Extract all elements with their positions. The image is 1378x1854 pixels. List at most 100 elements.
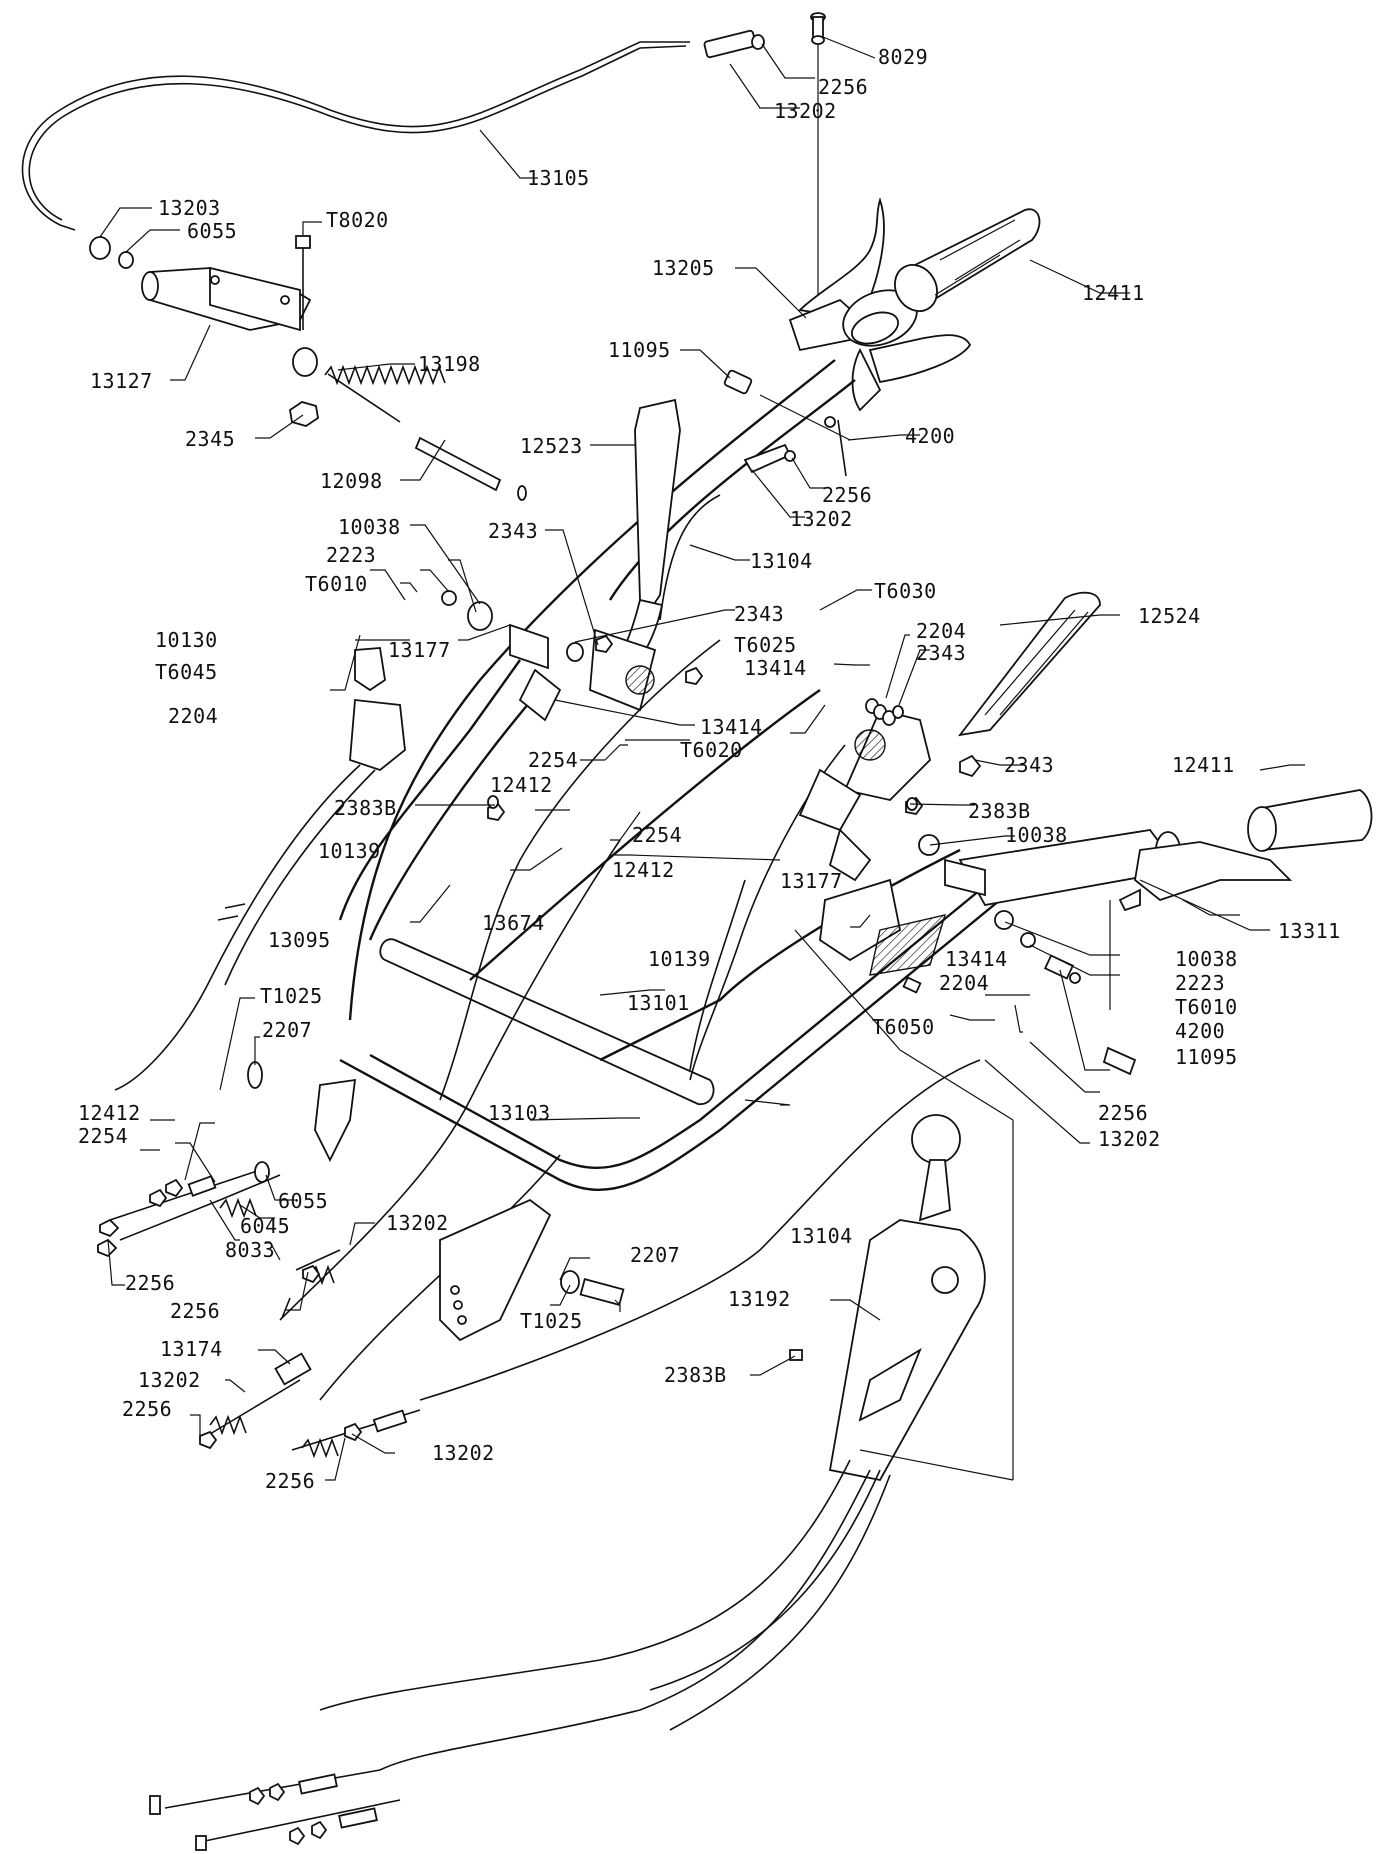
label-13101: 13101 xyxy=(627,991,690,1015)
label-13104-a: 13104 xyxy=(750,549,813,573)
label-6045: 6045 xyxy=(240,1214,290,1238)
label-13674: 13674 xyxy=(482,911,545,935)
brackets xyxy=(314,878,947,1342)
label-T6010-a: T6010 xyxy=(305,572,368,596)
label-4200-a: 4200 xyxy=(905,424,955,448)
label-10038-b: 10038 xyxy=(1005,823,1068,847)
label-2256-f: 2256 xyxy=(122,1397,172,1421)
label-2343-c: 2343 xyxy=(916,641,966,665)
shift-lever-13192 xyxy=(794,929,1014,1482)
nut-2345 xyxy=(289,401,319,427)
label-10130: 10130 xyxy=(155,628,218,652)
label-11095-b: 11095 xyxy=(1175,1045,1238,1069)
bracket-13177 xyxy=(518,668,872,882)
label-2207-a: 2207 xyxy=(262,1018,312,1042)
label-2204-b: 2204 xyxy=(168,704,218,728)
label-13202-b: 13202 xyxy=(790,507,853,531)
label-6055-a: 6055 xyxy=(187,219,237,243)
label-T6020: T6020 xyxy=(680,738,743,762)
label-2256-c: 2256 xyxy=(1098,1101,1148,1125)
label-2207-b: 2207 xyxy=(630,1243,680,1267)
label-13104-b: 13104 xyxy=(790,1224,853,1248)
label-T1025-b: T1025 xyxy=(520,1309,583,1333)
lever-12523 xyxy=(589,398,681,712)
label-T8020: T8020 xyxy=(326,208,389,232)
lever-12524 xyxy=(843,591,1101,801)
drawing xyxy=(21,12,1373,1851)
label-T6045: T6045 xyxy=(155,660,218,684)
leader-lines xyxy=(99,36,1305,1481)
label-12412-a: 12412 xyxy=(490,773,553,797)
grip-12411-lower xyxy=(1109,789,1373,1010)
label-13174: 13174 xyxy=(160,1337,223,1361)
pin-12098 xyxy=(414,436,527,501)
bolt-T8020 xyxy=(295,235,311,330)
lower-left-cable-ends xyxy=(97,1161,421,1459)
label-T6030: T6030 xyxy=(874,579,937,603)
label-11095-a: 11095 xyxy=(608,338,671,362)
label-8029: 8029 xyxy=(878,45,928,69)
label-13414-c: 13414 xyxy=(945,947,1008,971)
label-2343-d: 2343 xyxy=(1004,753,1054,777)
label-10139-a: 10139 xyxy=(318,839,381,863)
label-T6050: T6050 xyxy=(872,1015,935,1039)
label-2204-c: 2204 xyxy=(939,971,989,995)
label-2204-a: 2204 xyxy=(916,619,966,643)
spring-13198 xyxy=(324,364,446,423)
throttle-control-10130 xyxy=(114,647,406,1091)
label-2383B-b: 2383B xyxy=(968,799,1031,823)
label-13202-a: 13202 xyxy=(774,99,837,123)
label-10139-b: 10139 xyxy=(648,947,711,971)
label-10038-a: 10038 xyxy=(338,515,401,539)
label-2256-b: 2256 xyxy=(822,483,872,507)
label-2254-c: 2254 xyxy=(78,1124,128,1148)
label-12524: 12524 xyxy=(1138,604,1201,628)
label-13202-f: 13202 xyxy=(432,1441,495,1465)
label-2256-d: 2256 xyxy=(125,1271,175,1295)
label-13202-e: 13202 xyxy=(138,1368,201,1392)
label-8033: 8033 xyxy=(225,1238,275,1262)
cable-13104-upper xyxy=(659,443,796,621)
label-12412-b: 12412 xyxy=(612,858,675,882)
clutch-lever-13205 xyxy=(788,197,972,412)
label-12411-b: 12411 xyxy=(1172,753,1235,777)
label-12098: 12098 xyxy=(320,469,383,493)
label-2223-b: 2223 xyxy=(1175,971,1225,995)
label-13414-a: 13414 xyxy=(744,656,807,680)
label-2343-a: 2343 xyxy=(488,519,538,543)
label-13202-d: 13202 xyxy=(386,1211,449,1235)
label-2256-g: 2256 xyxy=(265,1469,315,1493)
arm-assembly-13127 xyxy=(89,236,318,377)
label-13202-c: 13202 xyxy=(1098,1127,1161,1151)
label-T6025: T6025 xyxy=(734,633,797,657)
label-13205: 13205 xyxy=(652,256,715,280)
label-12412-c: 12412 xyxy=(78,1101,141,1125)
grip-12411-upper xyxy=(894,208,1041,312)
label-12411-a: 12411 xyxy=(1082,281,1145,305)
label-T6010-b: T6010 xyxy=(1175,995,1238,1019)
label-2383B-a: 2383B xyxy=(334,796,397,820)
callout-labels: 8029 2256 13202 13105 13203 6055 T8020 1… xyxy=(78,45,1341,1493)
label-13105: 13105 xyxy=(527,166,590,190)
label-2256-a: 2256 xyxy=(818,75,868,99)
label-12523: 12523 xyxy=(520,434,583,458)
pin-11095-upper xyxy=(723,369,851,477)
label-6055-b: 6055 xyxy=(278,1189,328,1213)
label-13198: 13198 xyxy=(418,352,481,376)
label-13311: 13311 xyxy=(1278,919,1341,943)
label-10038-c: 10038 xyxy=(1175,947,1238,971)
label-13095: 13095 xyxy=(268,928,331,952)
fasteners xyxy=(247,590,1137,1361)
label-2254-b: 2254 xyxy=(632,823,682,847)
cable-13105 xyxy=(21,29,765,231)
label-2343-b: 2343 xyxy=(734,602,784,626)
label-13414-b: 13414 xyxy=(700,715,763,739)
label-2256-e: 2256 xyxy=(170,1299,220,1323)
label-13177-a: 13177 xyxy=(388,638,451,662)
cable-13104-lower xyxy=(149,1459,891,1851)
label-2345: 2345 xyxy=(185,427,235,451)
label-2383B-c: 2383B xyxy=(664,1363,727,1387)
label-13127: 13127 xyxy=(90,369,153,393)
clevis-pin-8029 xyxy=(810,12,826,300)
